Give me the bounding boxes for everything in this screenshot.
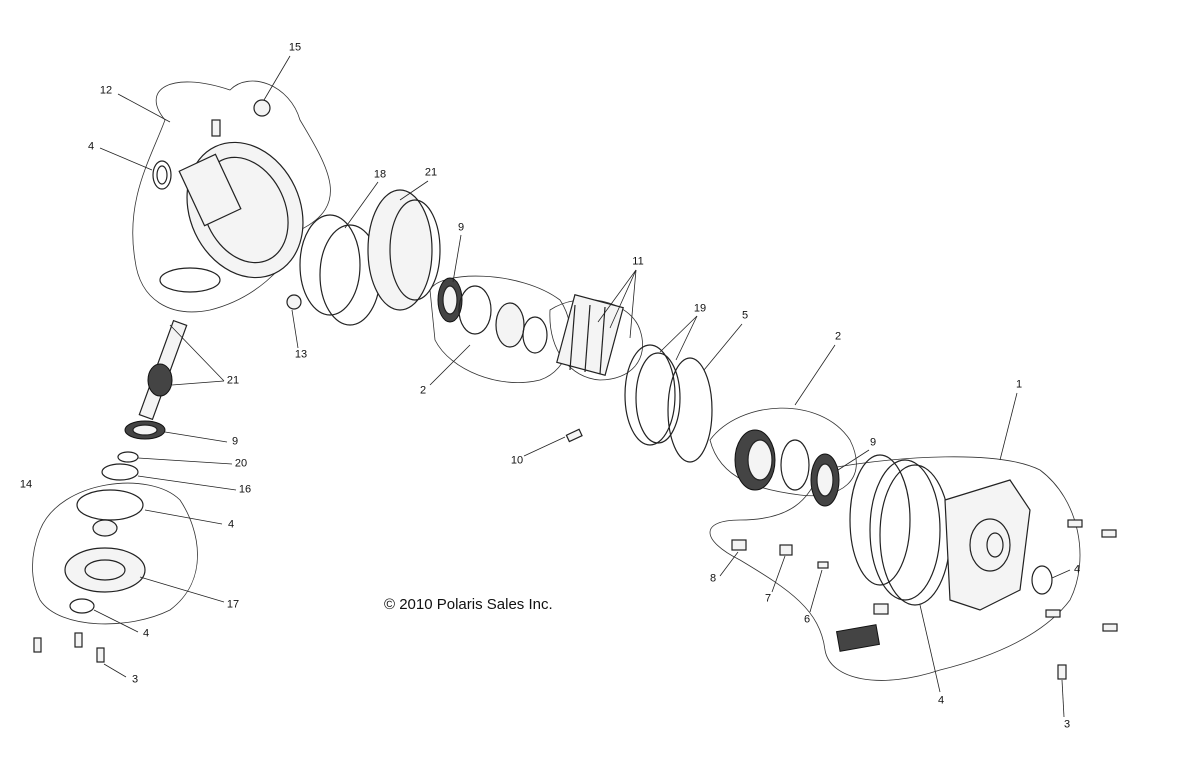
copyright-notice: © 2010 Polaris Sales Inc. bbox=[384, 596, 553, 613]
callout-9: 9 bbox=[869, 436, 877, 449]
callout-10: 10 bbox=[510, 454, 524, 467]
screw-6 bbox=[817, 561, 829, 569]
callout-3: 3 bbox=[131, 673, 139, 686]
ring-gear-21 bbox=[367, 189, 433, 311]
clip-8 bbox=[731, 539, 747, 551]
group-outline-pinion-cover bbox=[32, 482, 198, 625]
callout-12: 12 bbox=[99, 84, 113, 97]
callout-20: 20 bbox=[234, 457, 248, 470]
armature-19 bbox=[624, 344, 676, 446]
callout-19: 19 bbox=[693, 302, 707, 315]
sensor bbox=[873, 603, 889, 615]
ring-18 bbox=[299, 214, 361, 316]
callout-2: 2 bbox=[419, 384, 427, 397]
callout-7: 7 bbox=[764, 592, 772, 605]
callout-15: 15 bbox=[288, 41, 302, 54]
pinion-cover-17 bbox=[64, 547, 146, 593]
seal-4-right bbox=[1031, 565, 1053, 595]
snap-ring-16 bbox=[101, 463, 139, 481]
ring-20 bbox=[117, 451, 139, 463]
roller-cage-11 bbox=[556, 293, 624, 377]
callout-4: 4 bbox=[937, 694, 945, 707]
callout-1: 1 bbox=[1015, 378, 1023, 391]
seal-4-top bbox=[152, 160, 172, 190]
pin-10 bbox=[565, 428, 583, 443]
callout-21: 21 bbox=[424, 166, 438, 179]
vent-15 bbox=[253, 99, 271, 117]
bushing-7 bbox=[779, 544, 793, 556]
o-ring-4-pinion bbox=[76, 489, 144, 521]
callout-17: 17 bbox=[226, 598, 240, 611]
o-ring-4 bbox=[849, 454, 911, 586]
callout-11: 11 bbox=[632, 255, 644, 268]
callout-8: 8 bbox=[709, 572, 717, 585]
callout-18: 18 bbox=[373, 168, 387, 181]
callout-14: 14 bbox=[19, 478, 33, 491]
callout-6: 6 bbox=[803, 613, 811, 626]
callout-9: 9 bbox=[231, 435, 239, 448]
callout-9: 9 bbox=[457, 221, 465, 234]
callout-4: 4 bbox=[227, 518, 235, 531]
callout-16: 16 bbox=[238, 483, 252, 496]
bolts-3-left bbox=[33, 632, 105, 663]
plug-13 bbox=[286, 294, 302, 310]
plate-5 bbox=[667, 357, 713, 463]
group-outline-cover bbox=[709, 456, 1081, 681]
callout-4: 4 bbox=[142, 627, 150, 640]
callout-2: 2 bbox=[834, 330, 842, 343]
seal-4-bottom bbox=[69, 598, 95, 614]
leader-lines bbox=[93, 55, 1071, 718]
callout-4: 4 bbox=[87, 140, 95, 153]
callout-21: 21 bbox=[226, 374, 240, 387]
callout-5: 5 bbox=[741, 309, 749, 322]
callout-3: 3 bbox=[1063, 718, 1071, 731]
bolts-3-right bbox=[1045, 519, 1118, 680]
callout-13: 13 bbox=[294, 348, 308, 361]
callout-4: 4 bbox=[1073, 563, 1081, 576]
connector bbox=[835, 624, 881, 652]
